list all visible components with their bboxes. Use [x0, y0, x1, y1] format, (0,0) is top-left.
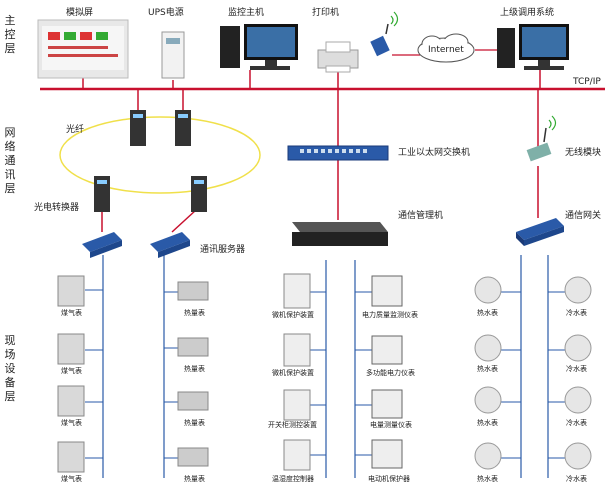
fiber-node-2 [175, 110, 191, 146]
gas-meter-label: 煤气表 [61, 309, 82, 317]
wireless-module-label: 无线模块 [565, 148, 602, 158]
heat-meter-label: 热量表 [184, 475, 205, 483]
gas-meter-label: 煤气表 [61, 475, 82, 483]
hot-water-meter-icons [474, 276, 502, 470]
layer-network-label: 网络通讯层 [4, 126, 16, 195]
heat-meter-label: 热量表 [184, 419, 205, 427]
cold-water-meter-label: 冷水表 [566, 365, 587, 373]
sim-screen-label: 模拟屏 [66, 8, 94, 18]
power-meter-label: 电动机保护器 [368, 475, 410, 483]
tcpip-label: TCP/IP [573, 77, 601, 87]
heat-meter-label: 热量表 [184, 365, 205, 373]
cold-water-meter-label: 冷水表 [566, 475, 587, 483]
comm-gateway-label: 通信网关 [565, 211, 602, 221]
power-meter-label: 多功能电力仪表 [366, 369, 415, 377]
printer-device [317, 41, 359, 73]
comm-manager-device [292, 222, 388, 246]
upper-system-label: 上级调用系统 [500, 8, 555, 18]
protect-device-icons [283, 273, 311, 471]
power-meter-icons [371, 275, 403, 469]
cold-water-meter-label: 冷水表 [566, 419, 587, 427]
protect-device-label: 开关柜测控装置 [268, 421, 317, 429]
layer-main-label: 主控层 [4, 14, 16, 55]
power-meter-label: 电量测量仪表 [370, 421, 412, 429]
wireless-module-device [526, 115, 557, 162]
cold-water-meter-icons [564, 276, 592, 470]
comm-server-1 [82, 232, 122, 258]
ups-label: UPS电源 [148, 8, 184, 18]
comm-manager-label: 通信管理机 [398, 211, 444, 221]
upper-system-device [497, 24, 569, 70]
hot-water-meter-label: 热水表 [477, 365, 498, 373]
sim-screen-device [37, 19, 129, 79]
power-meter-label: 电力质量监测仪表 [362, 311, 418, 319]
comm-server-label: 通讯服务器 [200, 245, 246, 255]
protect-device-label: 温湿度控制器 [272, 475, 314, 483]
fiber-ring [59, 116, 261, 194]
internet-cloud [417, 33, 475, 63]
internet-label: Internet [428, 45, 464, 55]
protect-device-label: 微机保护装置 [272, 369, 314, 377]
fiber-label: 光纤 [66, 125, 85, 135]
comm-gateway-device [516, 218, 564, 246]
converter-label: 光电转换器 [34, 203, 80, 213]
printer-label: 打印机 [312, 8, 340, 18]
hot-water-meter-label: 热水表 [477, 475, 498, 483]
layer-field-label: 现场设备层 [4, 334, 16, 403]
monitor-host-device [220, 24, 298, 70]
protect-device-label: 微机保护装置 [272, 311, 314, 319]
gas-meter-label: 煤气表 [61, 419, 82, 427]
fiber-node-1 [130, 110, 146, 146]
hot-water-meter-label: 热水表 [477, 309, 498, 317]
hot-water-meter-label: 热水表 [477, 419, 498, 427]
switch-label: 工业以太网交换机 [398, 148, 471, 158]
industrial-switch-device [287, 145, 389, 161]
heat-meter-icons [177, 281, 209, 467]
monitor-host-label: 监控主机 [228, 8, 265, 18]
converter-1 [94, 176, 110, 212]
heat-meter-label: 热量表 [184, 309, 205, 317]
ups-device [161, 31, 185, 79]
router-device [370, 11, 399, 57]
gas-meter-label: 煤气表 [61, 367, 82, 375]
cold-water-meter-label: 冷水表 [566, 309, 587, 317]
comm-server-2 [150, 232, 190, 258]
converter-2 [191, 176, 207, 212]
gas-meter-icons [57, 275, 85, 473]
